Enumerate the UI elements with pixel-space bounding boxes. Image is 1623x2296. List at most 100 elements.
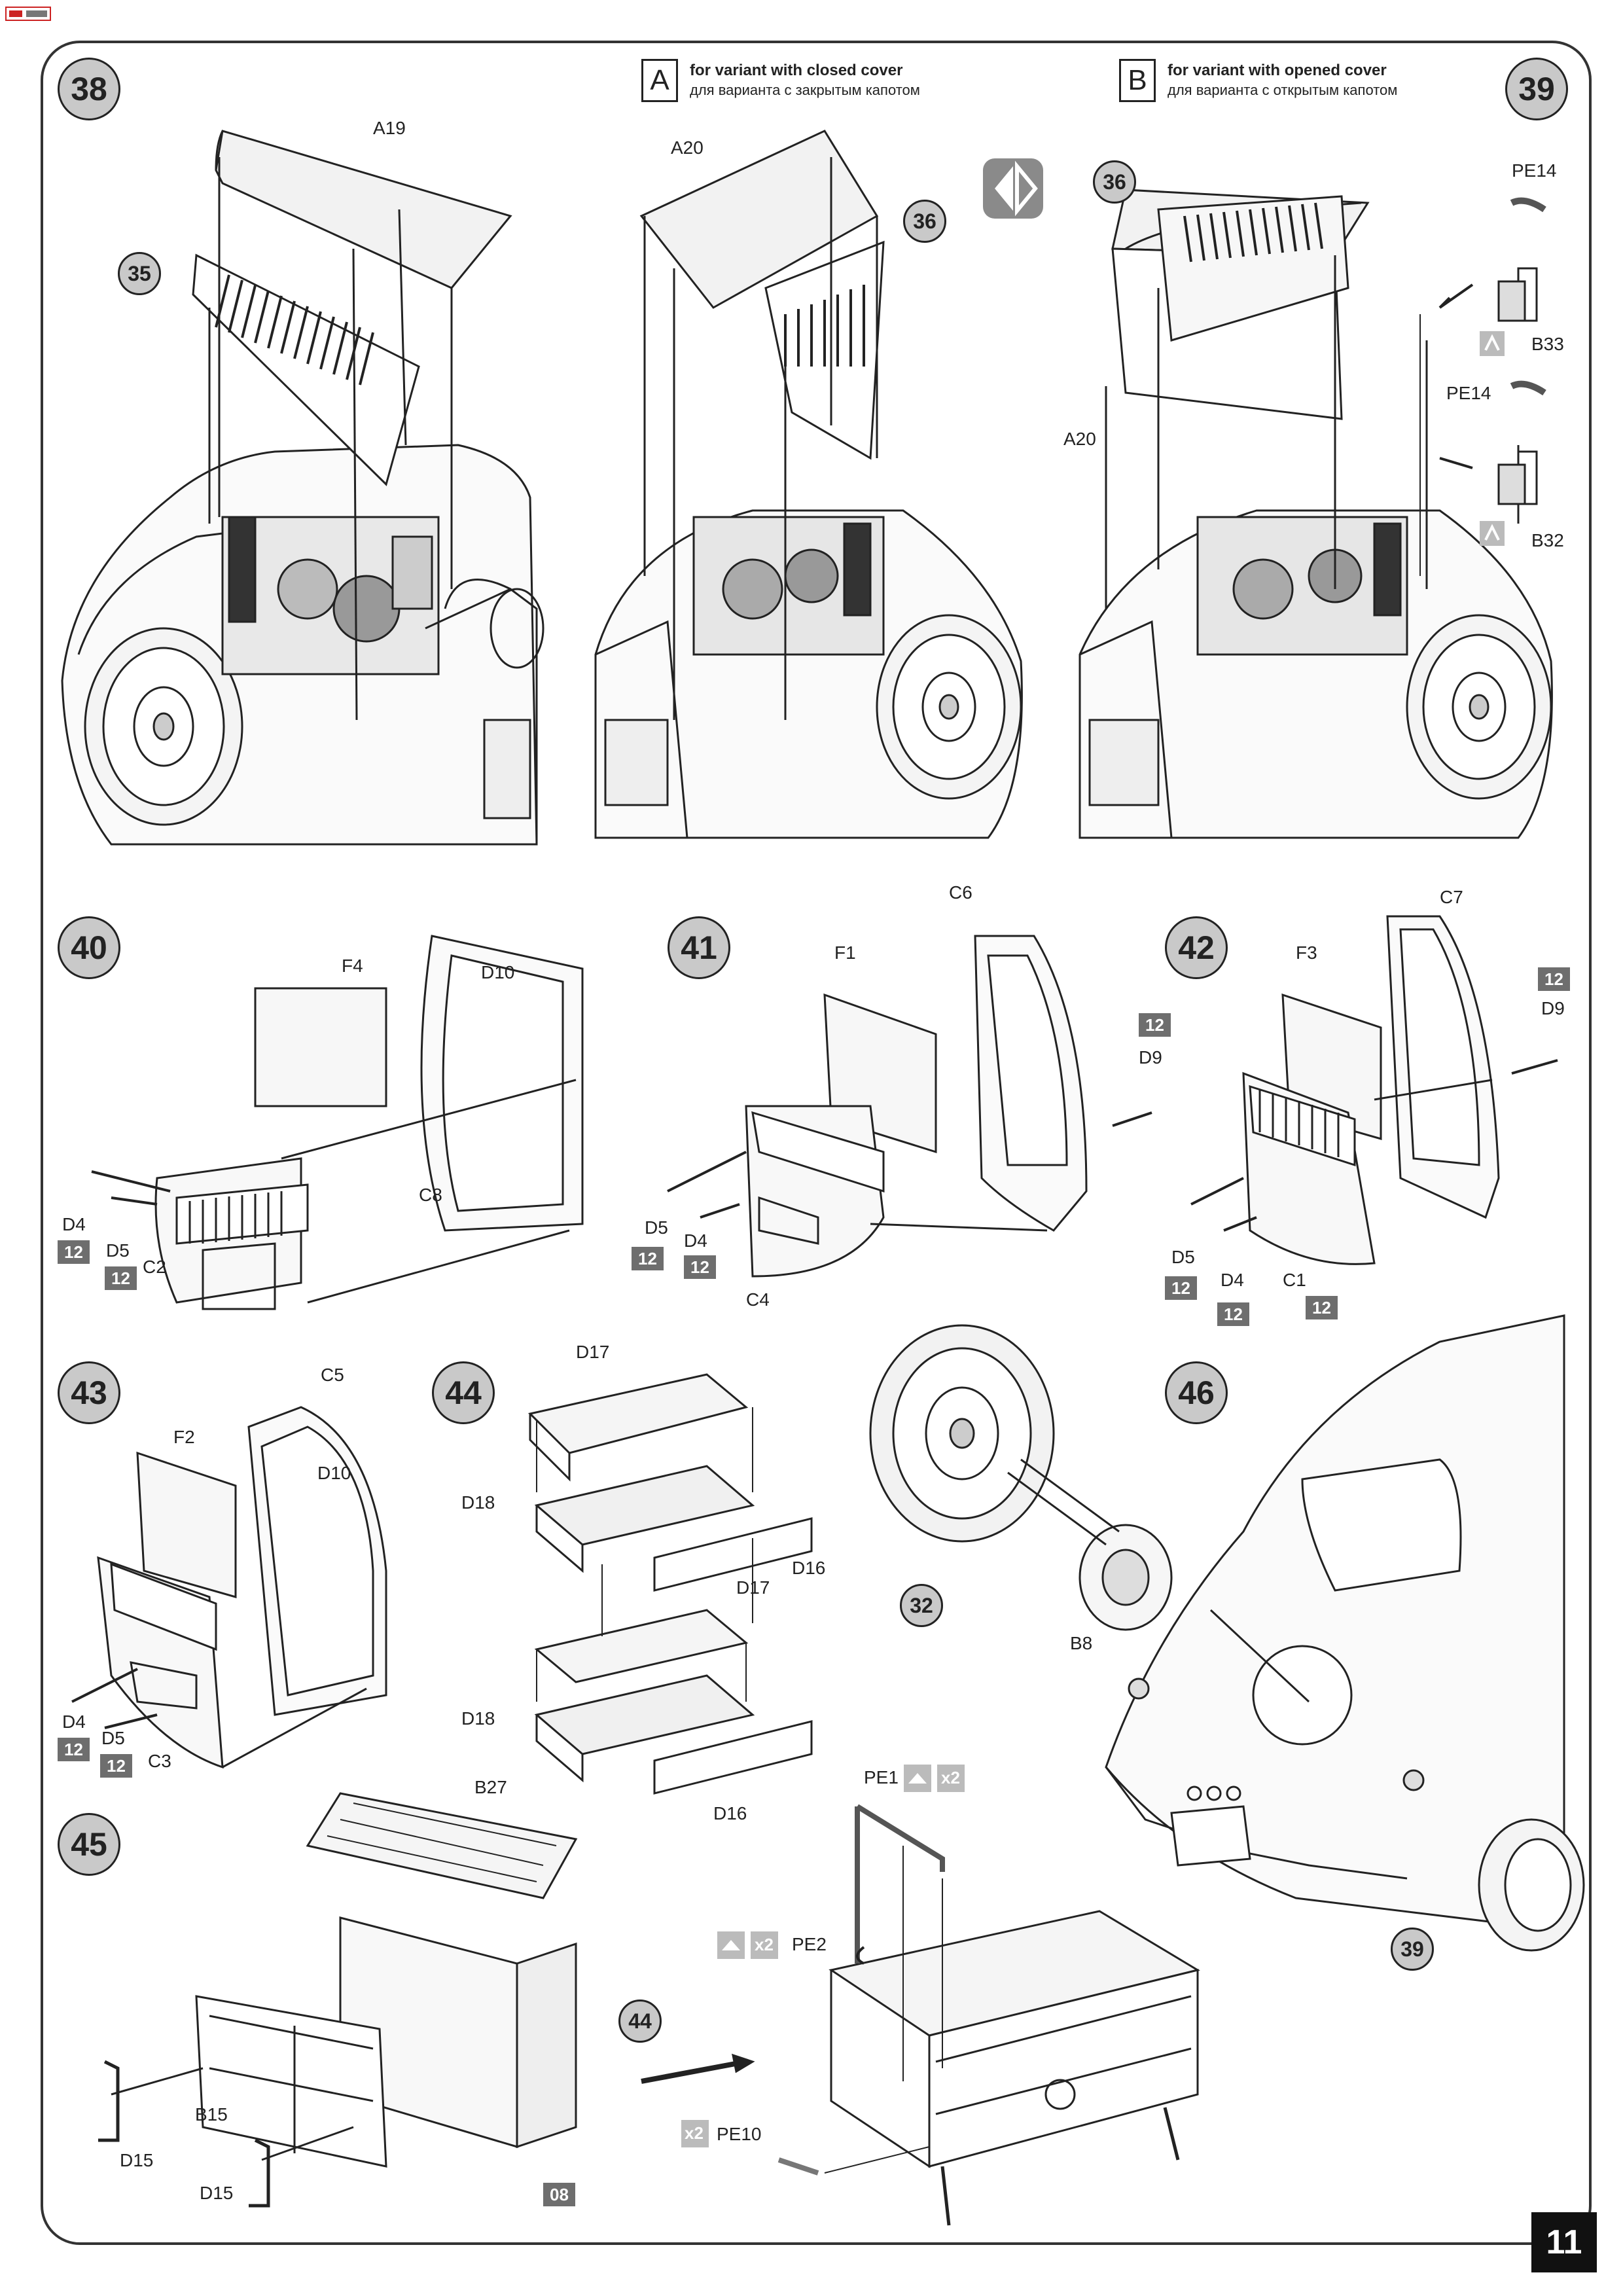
ref-step-35: 35 [118,252,161,295]
part-c7: C7 [1440,887,1463,907]
bend-part-icon [1479,520,1505,550]
part-d4-b: D4 [684,1230,707,1251]
paint-code: 12 [684,1255,716,1279]
paint-code: 08 [543,2183,575,2206]
step43-door-drawing [71,1406,387,1769]
step-43: 43 [58,1361,120,1424]
photo-etch-icon: x2 [681,2119,709,2151]
paint-code: 12 [1217,1302,1249,1326]
part-d5-d: D5 [101,1728,125,1748]
step39-car-drawing [1079,188,1553,839]
part-a20-a: A20 [671,137,704,158]
part-d9-a: D9 [1139,1047,1162,1067]
multiplier: x2 [755,1935,774,1954]
step-39: 39 [1505,58,1568,120]
step-44: 44 [432,1361,495,1424]
part-d5-b: D5 [645,1217,668,1238]
variant-a-header: A for variant with closed cover для вари… [641,59,920,102]
step46-car-rear-drawing [1105,1314,1585,1952]
photo-etch-icon: x2 [717,1931,779,1963]
part-c2: C2 [143,1257,166,1277]
part-c3: C3 [148,1751,171,1771]
variant-a-car-drawing [594,130,1023,839]
part-d5-c: D5 [1171,1247,1195,1267]
part-c8: C8 [419,1185,442,1205]
part-pe2: PE2 [792,1934,827,1954]
part-f4: F4 [342,956,363,976]
ref-step-36-a: 36 [903,200,946,243]
step45-final-box-drawing [777,1804,1200,2226]
ref-step-36-b: 36 [1093,160,1136,204]
part-d16-a: D16 [792,1558,826,1578]
part-d10-b: D10 [317,1463,351,1483]
part-pe14-b: PE14 [1446,383,1491,403]
step45-box-drawing [98,1792,755,2208]
part-b27: B27 [474,1777,507,1797]
bend-part-icon [1479,331,1505,360]
spare-wheel-drawing [869,1324,1173,1631]
step38-car-drawing [61,130,544,846]
step-38: 38 [58,58,120,120]
page-frame [41,41,1592,2245]
ref-step-44: 44 [618,2000,662,2043]
part-d10-a: D10 [481,962,515,982]
step-45: 45 [58,1813,120,1876]
page-number: 11 [1531,2212,1597,2272]
paint-code: 12 [105,1266,137,1290]
part-a19: A19 [373,118,406,138]
part-pe1: PE1 [864,1767,899,1787]
part-b15: B15 [195,2104,228,2125]
part-pe10: PE10 [717,2124,762,2144]
paint-code: 12 [1306,1296,1338,1319]
part-c6: C6 [949,882,972,903]
part-f3: F3 [1296,942,1317,963]
paint-code: 12 [58,1738,90,1761]
part-b8: B8 [1070,1633,1093,1653]
paint-code: 12 [100,1754,132,1778]
part-d18-b: D18 [461,1708,495,1729]
part-c4: C4 [746,1289,770,1310]
part-f1: F1 [834,942,856,963]
step-40: 40 [58,916,120,979]
paint-code: 12 [58,1240,90,1264]
part-d4-d: D4 [62,1712,86,1732]
ref-step-39: 39 [1391,1928,1434,1971]
part-d4-a: D4 [62,1214,86,1234]
paint-code: 12 [1538,967,1570,991]
step-41: 41 [668,916,730,979]
part-d9-b: D9 [1541,998,1565,1018]
ref-step-32: 32 [900,1584,943,1627]
variant-b-header: B for variant with opened cover для вари… [1119,59,1397,102]
part-b33: B33 [1531,334,1564,354]
part-b32: B32 [1531,530,1564,550]
variant-a-russian: для варианта с закрытым капотом [690,82,920,98]
step-42: 42 [1165,916,1228,979]
multiplier: x2 [685,2123,704,2143]
variant-a-english: for variant with closed cover [690,62,903,79]
part-d5-a: D5 [106,1240,130,1261]
part-d15-a: D15 [120,2150,154,2170]
flip-model-icon [982,157,1044,223]
paint-code: 12 [1139,1013,1171,1037]
multiplier: x2 [941,1768,960,1787]
variant-a-letter: A [641,59,678,102]
part-d17-a: D17 [576,1342,610,1362]
variant-b-english: for variant with opened cover [1168,62,1387,79]
part-a20-b: A20 [1063,429,1096,449]
paint-code: 12 [632,1247,664,1270]
part-d18-a: D18 [461,1492,495,1513]
step40-door-drawing [91,935,584,1310]
part-d4-c: D4 [1221,1270,1244,1290]
part-c1: C1 [1283,1270,1306,1290]
part-d16-b: D16 [713,1803,747,1823]
part-d15-b: D15 [200,2183,234,2203]
variant-b-russian: для варианта с открытым капотом [1168,82,1398,98]
photo-etch-icon: x2 [903,1764,966,1796]
step-46: 46 [1165,1361,1228,1424]
paint-code: 12 [1165,1276,1197,1300]
step41-door-drawing [667,935,1152,1278]
part-pe14-a: PE14 [1512,160,1557,181]
part-c5: C5 [321,1365,344,1385]
header-logo [5,5,51,26]
